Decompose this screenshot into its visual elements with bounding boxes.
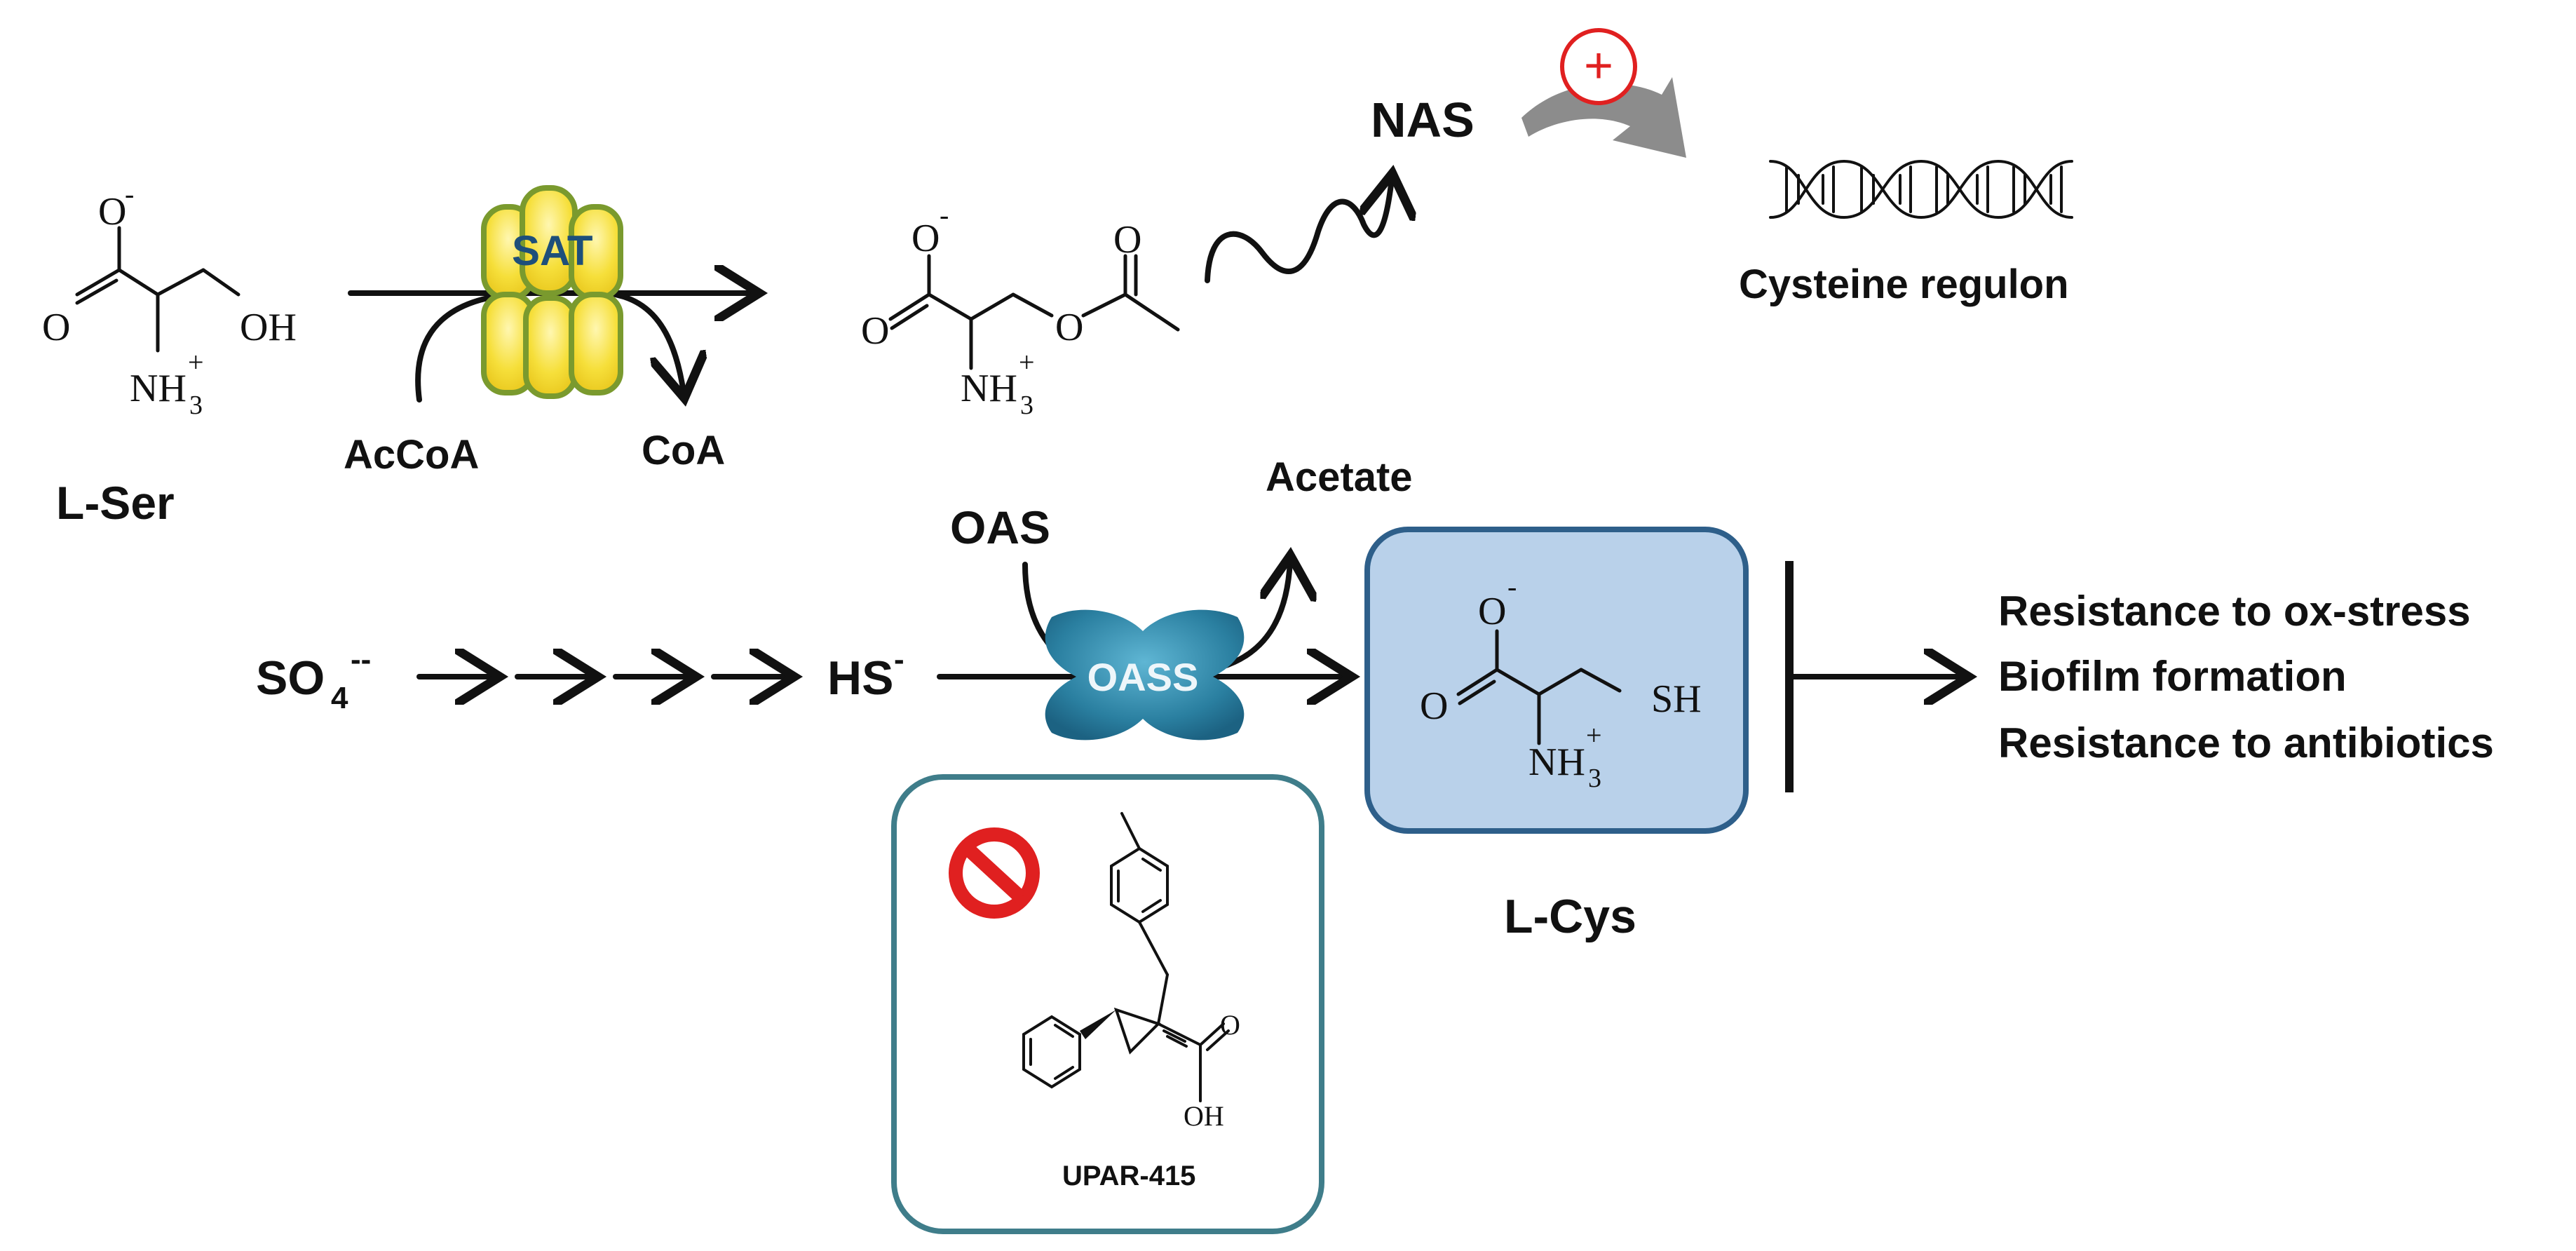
activation-arrow xyxy=(1521,77,1686,158)
outcome-ox-stress: Resistance to ox-stress xyxy=(1998,588,2471,635)
ser-o-minus: O xyxy=(98,190,126,234)
oas-o-minus: O xyxy=(911,217,940,260)
nas-label: NAS xyxy=(1371,93,1475,147)
ser-o: O xyxy=(42,306,70,349)
ser-oh: OH xyxy=(240,306,297,349)
sulfate-superscript: -- xyxy=(351,642,371,677)
oas-sub3: 3 xyxy=(1020,391,1033,420)
dna-helix-icon xyxy=(1769,159,2073,219)
ser-plus: + xyxy=(188,346,204,378)
l-ser-label: L-Ser xyxy=(56,477,175,529)
oass-label: OASS xyxy=(1087,655,1199,699)
spontaneous-conversion-arrow xyxy=(1205,179,1392,283)
cys-minus: - xyxy=(1507,571,1517,602)
oas-minus: - xyxy=(940,199,949,231)
plus-circle-icon: + xyxy=(1560,28,1637,105)
cys-plus: + xyxy=(1586,719,1602,751)
ser-sub3: 3 xyxy=(189,391,203,420)
upar-415-structure: O OH xyxy=(1022,812,1240,1132)
cys-o-minus: O xyxy=(1478,590,1506,633)
coa-label: CoA xyxy=(642,428,725,473)
upar-oh: OH xyxy=(1184,1100,1224,1132)
oas-plus: + xyxy=(1019,346,1035,378)
oas-label: OAS xyxy=(950,501,1050,553)
cys-nh: NH xyxy=(1528,741,1585,784)
no-entry-icon xyxy=(949,827,1040,919)
upar-carbonyl-o: O xyxy=(1220,1009,1240,1041)
hs-superscript: - xyxy=(894,642,904,677)
cysteine-regulon-label: Cysteine regulon xyxy=(1739,262,2069,307)
l-cys-box xyxy=(1364,527,1749,834)
oas-o: O xyxy=(861,309,889,353)
oass-enzyme-icon xyxy=(1045,609,1245,741)
sulfate-label: SO xyxy=(256,651,325,705)
ser-minus: - xyxy=(125,178,134,210)
l-cys-label: L-Cys xyxy=(1504,890,1636,943)
o-acetylserine-structure: O - O O O NH 3 + xyxy=(861,199,1180,420)
outcome-biofilm: Biofilm formation xyxy=(1998,653,2347,700)
sat-enzyme-icon xyxy=(481,185,623,399)
oas-carbonyl-o: O xyxy=(1113,218,1141,262)
acetate-label: Acetate xyxy=(1266,454,1413,500)
outcome-antibiotics: Resistance to antibiotics xyxy=(1998,719,2494,766)
hs-label: HS xyxy=(827,651,893,705)
l-serine-structure: O - O OH NH 3 + xyxy=(42,178,297,420)
sulfate-subscript: 4 xyxy=(331,681,348,715)
cys-sub3: 3 xyxy=(1588,764,1601,793)
upar-415-label: UPAR-415 xyxy=(1062,1161,1195,1191)
cys-o: O xyxy=(1420,684,1448,728)
sat-label: SAT xyxy=(512,227,593,274)
acoa-label: AcCoA xyxy=(344,432,479,478)
l-cysteine-structure: O - O SH NH 3 + xyxy=(1420,571,1702,793)
cys-sh: SH xyxy=(1651,677,1702,721)
ser-nh: NH xyxy=(130,367,187,410)
plus-sign: + xyxy=(1584,38,1613,94)
oas-ester-o: O xyxy=(1055,306,1083,349)
oas-nh: NH xyxy=(961,367,1017,410)
